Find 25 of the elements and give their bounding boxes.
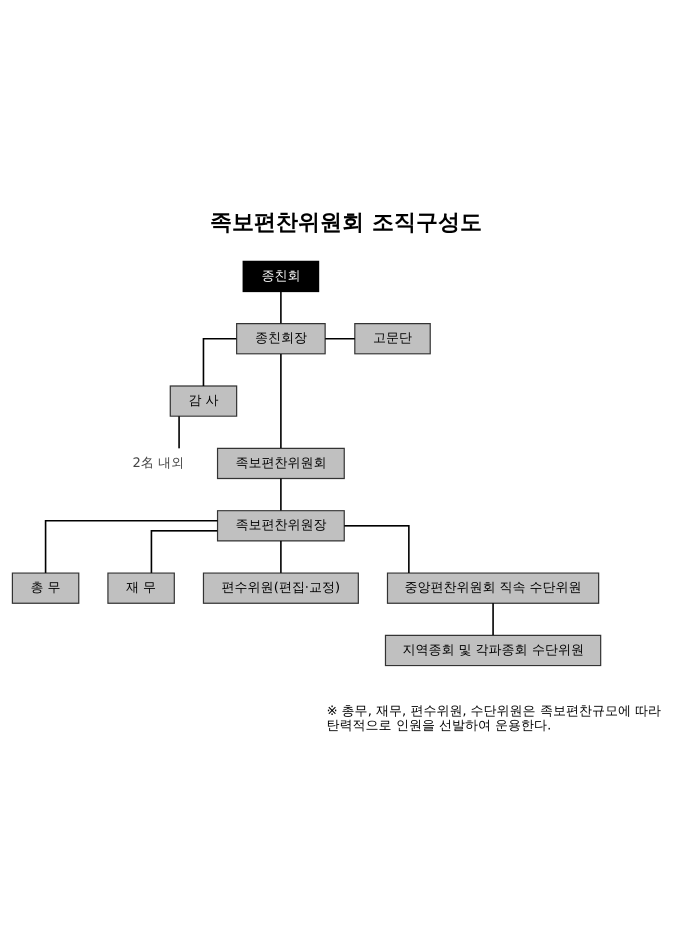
node-box: 지역종회 및 각파종회 수단위원 <box>384 634 602 666</box>
node-box: 재 무 <box>107 572 175 604</box>
connector <box>44 520 218 573</box>
node-text: 2名 내외 <box>132 456 184 471</box>
node-box: 족보편찬위원장 <box>216 510 345 542</box>
connector <box>280 292 282 324</box>
connector <box>344 524 410 574</box>
node-box: 감 사 <box>170 385 238 417</box>
node-box: 고문단 <box>354 323 431 354</box>
connector <box>280 478 282 510</box>
connector <box>492 603 494 636</box>
node-box: 중앙편찬위원회 직속 수단위원 <box>386 572 600 604</box>
node-box: 편수위원(편집·교정) <box>202 572 359 604</box>
connector <box>280 354 282 448</box>
label: ※ 총무, 재무, 편수위원, 수단위원은 족보편찬규모에 따라 탄력적으로 인원을 선발하여 운용한다. <box>326 704 661 734</box>
connector <box>150 530 218 573</box>
node-box: 종친회 <box>242 260 320 292</box>
node-box: 족보편찬위원회 <box>216 448 345 480</box>
node-box: 총 무 <box>12 572 80 604</box>
connector <box>202 338 236 386</box>
node-box: 종친회장 <box>236 323 326 354</box>
connector <box>178 416 180 448</box>
connector <box>280 540 282 573</box>
diagram-title: 족보편찬위원회 조직구성도 <box>210 210 482 236</box>
connector <box>325 338 355 340</box>
